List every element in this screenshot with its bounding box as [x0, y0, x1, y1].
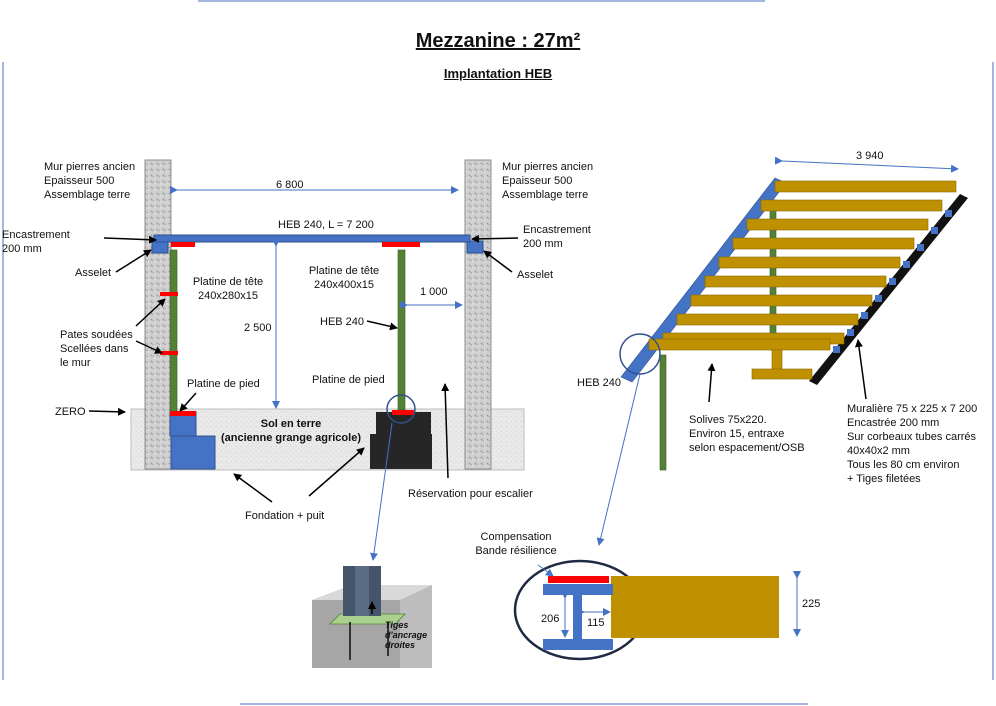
label-compensation: Compensation Bande résilience: [475, 531, 557, 557]
stone-wall-right: [464, 159, 492, 470]
label-pates-soudees: Pates soudées Scellées dans le mur: [60, 329, 133, 369]
leader-to-anchor-detail: [369, 422, 393, 561]
label-wall-left: Mur pierres ancien Epaisseur 500 Assembl…: [44, 161, 136, 201]
foot-plate-right: [392, 410, 414, 415]
label-platine-pied-right: Platine de pied: [312, 374, 385, 386]
column-left: [169, 249, 178, 413]
label-width-3940: 3 940: [856, 150, 884, 162]
label-zero: ZERO: [55, 406, 86, 418]
joists: [648, 180, 957, 380]
floor-column-left: [659, 354, 667, 471]
arrow-pates-upper: [135, 298, 166, 327]
heb-web: [573, 595, 582, 639]
leader-to-section-detail: [596, 373, 641, 546]
arrow-heb240-column: [366, 320, 398, 331]
label-dim-225: 225: [802, 598, 821, 610]
label-wall-right: Mur pierres ancien Epaisseur 500 Assembl…: [502, 161, 594, 201]
label-platine-pied-left: Platine de pied: [187, 378, 260, 390]
muraliere-beam: [809, 194, 968, 385]
label-muraliere: Muralière 75 x 225 x 7 200 Encastrée 200…: [847, 403, 978, 485]
arrow-encastrement-left: [103, 235, 157, 244]
column-right: [397, 249, 406, 411]
arrow-reservation: [441, 383, 450, 479]
heb-beam: [153, 234, 471, 243]
head-plate-left: [171, 242, 195, 247]
label-reservation-escalier: Réservation pour escalier: [408, 488, 533, 500]
asselet-left: [151, 240, 169, 254]
label-span-6800: 6 800: [276, 179, 304, 191]
label-platine-tete-left: Platine de tête 240x280x15: [192, 276, 264, 302]
asselet-right: [466, 240, 484, 254]
dim-line-3940: [774, 156, 959, 173]
welded-tab-lower: [160, 351, 178, 355]
arrow-zero: [88, 407, 126, 416]
label-tiges-ancrage: Tiges d'ancrage droites: [385, 620, 428, 650]
joist-section: [611, 576, 779, 638]
page-subtitle: Implantation HEB: [443, 66, 553, 81]
arrow-asselet-left: [115, 249, 152, 273]
foundation-block-right-bottom: [370, 434, 432, 469]
label-sol-en-terre: Sol en terre (ancienne grange agricole): [221, 418, 361, 444]
resilient-strip: [548, 576, 609, 583]
label-dim-1000: 1 000: [420, 286, 448, 298]
arrow-asselet-right: [483, 250, 513, 273]
label-encastrement-right: Encastrement 200 mm: [523, 224, 591, 250]
arrow-encastrement-right: [471, 234, 519, 243]
arrow-fondation-left: [233, 473, 273, 503]
label-fondation: Fondation + puit: [245, 510, 325, 522]
label-dim-2500: 2 500: [244, 322, 272, 334]
foot-plate-left: [170, 411, 196, 416]
floor-plan-3d: [596, 156, 968, 546]
label-dim-115: 115: [587, 617, 605, 629]
label-heb-beam: HEB 240, L = 7 200: [278, 219, 374, 231]
foundation-block-left-bottom: [170, 435, 216, 470]
detail-circle-foot: [386, 394, 416, 424]
label-heb240-plan: HEB 240: [577, 377, 622, 389]
anchor-detail-illustration: [312, 566, 432, 668]
arrow-foot-plate-left: [179, 392, 197, 412]
arrow-muraliere: [854, 339, 867, 400]
label-dim-206: 206: [541, 613, 560, 625]
label-platine-tete-right: Platine de tête 240x400x15: [308, 265, 380, 291]
page-title: Mezzanine : 27m²: [415, 30, 581, 52]
label-asselet-right: Asselet: [517, 269, 554, 281]
leader-compensation: [537, 564, 554, 577]
arrow-fondation-right: [308, 447, 365, 497]
welded-tab-upper: [160, 292, 178, 296]
heb-bottom-flange: [543, 639, 613, 650]
label-encastrement-left: Encastrement 200 mm: [2, 229, 70, 255]
label-asselet-left: Asselet: [75, 267, 112, 279]
label-solives: Solives 75x220. Environ 15, entraxe selo…: [689, 414, 805, 454]
corbels: [833, 210, 952, 353]
heb-top-flange: [543, 584, 613, 595]
arrow-solives: [707, 363, 716, 403]
head-plate-right: [382, 242, 420, 247]
section-detail: [513, 559, 801, 661]
label-heb240-column: HEB 240: [320, 316, 365, 328]
arrow-pates-lower: [135, 340, 163, 354]
